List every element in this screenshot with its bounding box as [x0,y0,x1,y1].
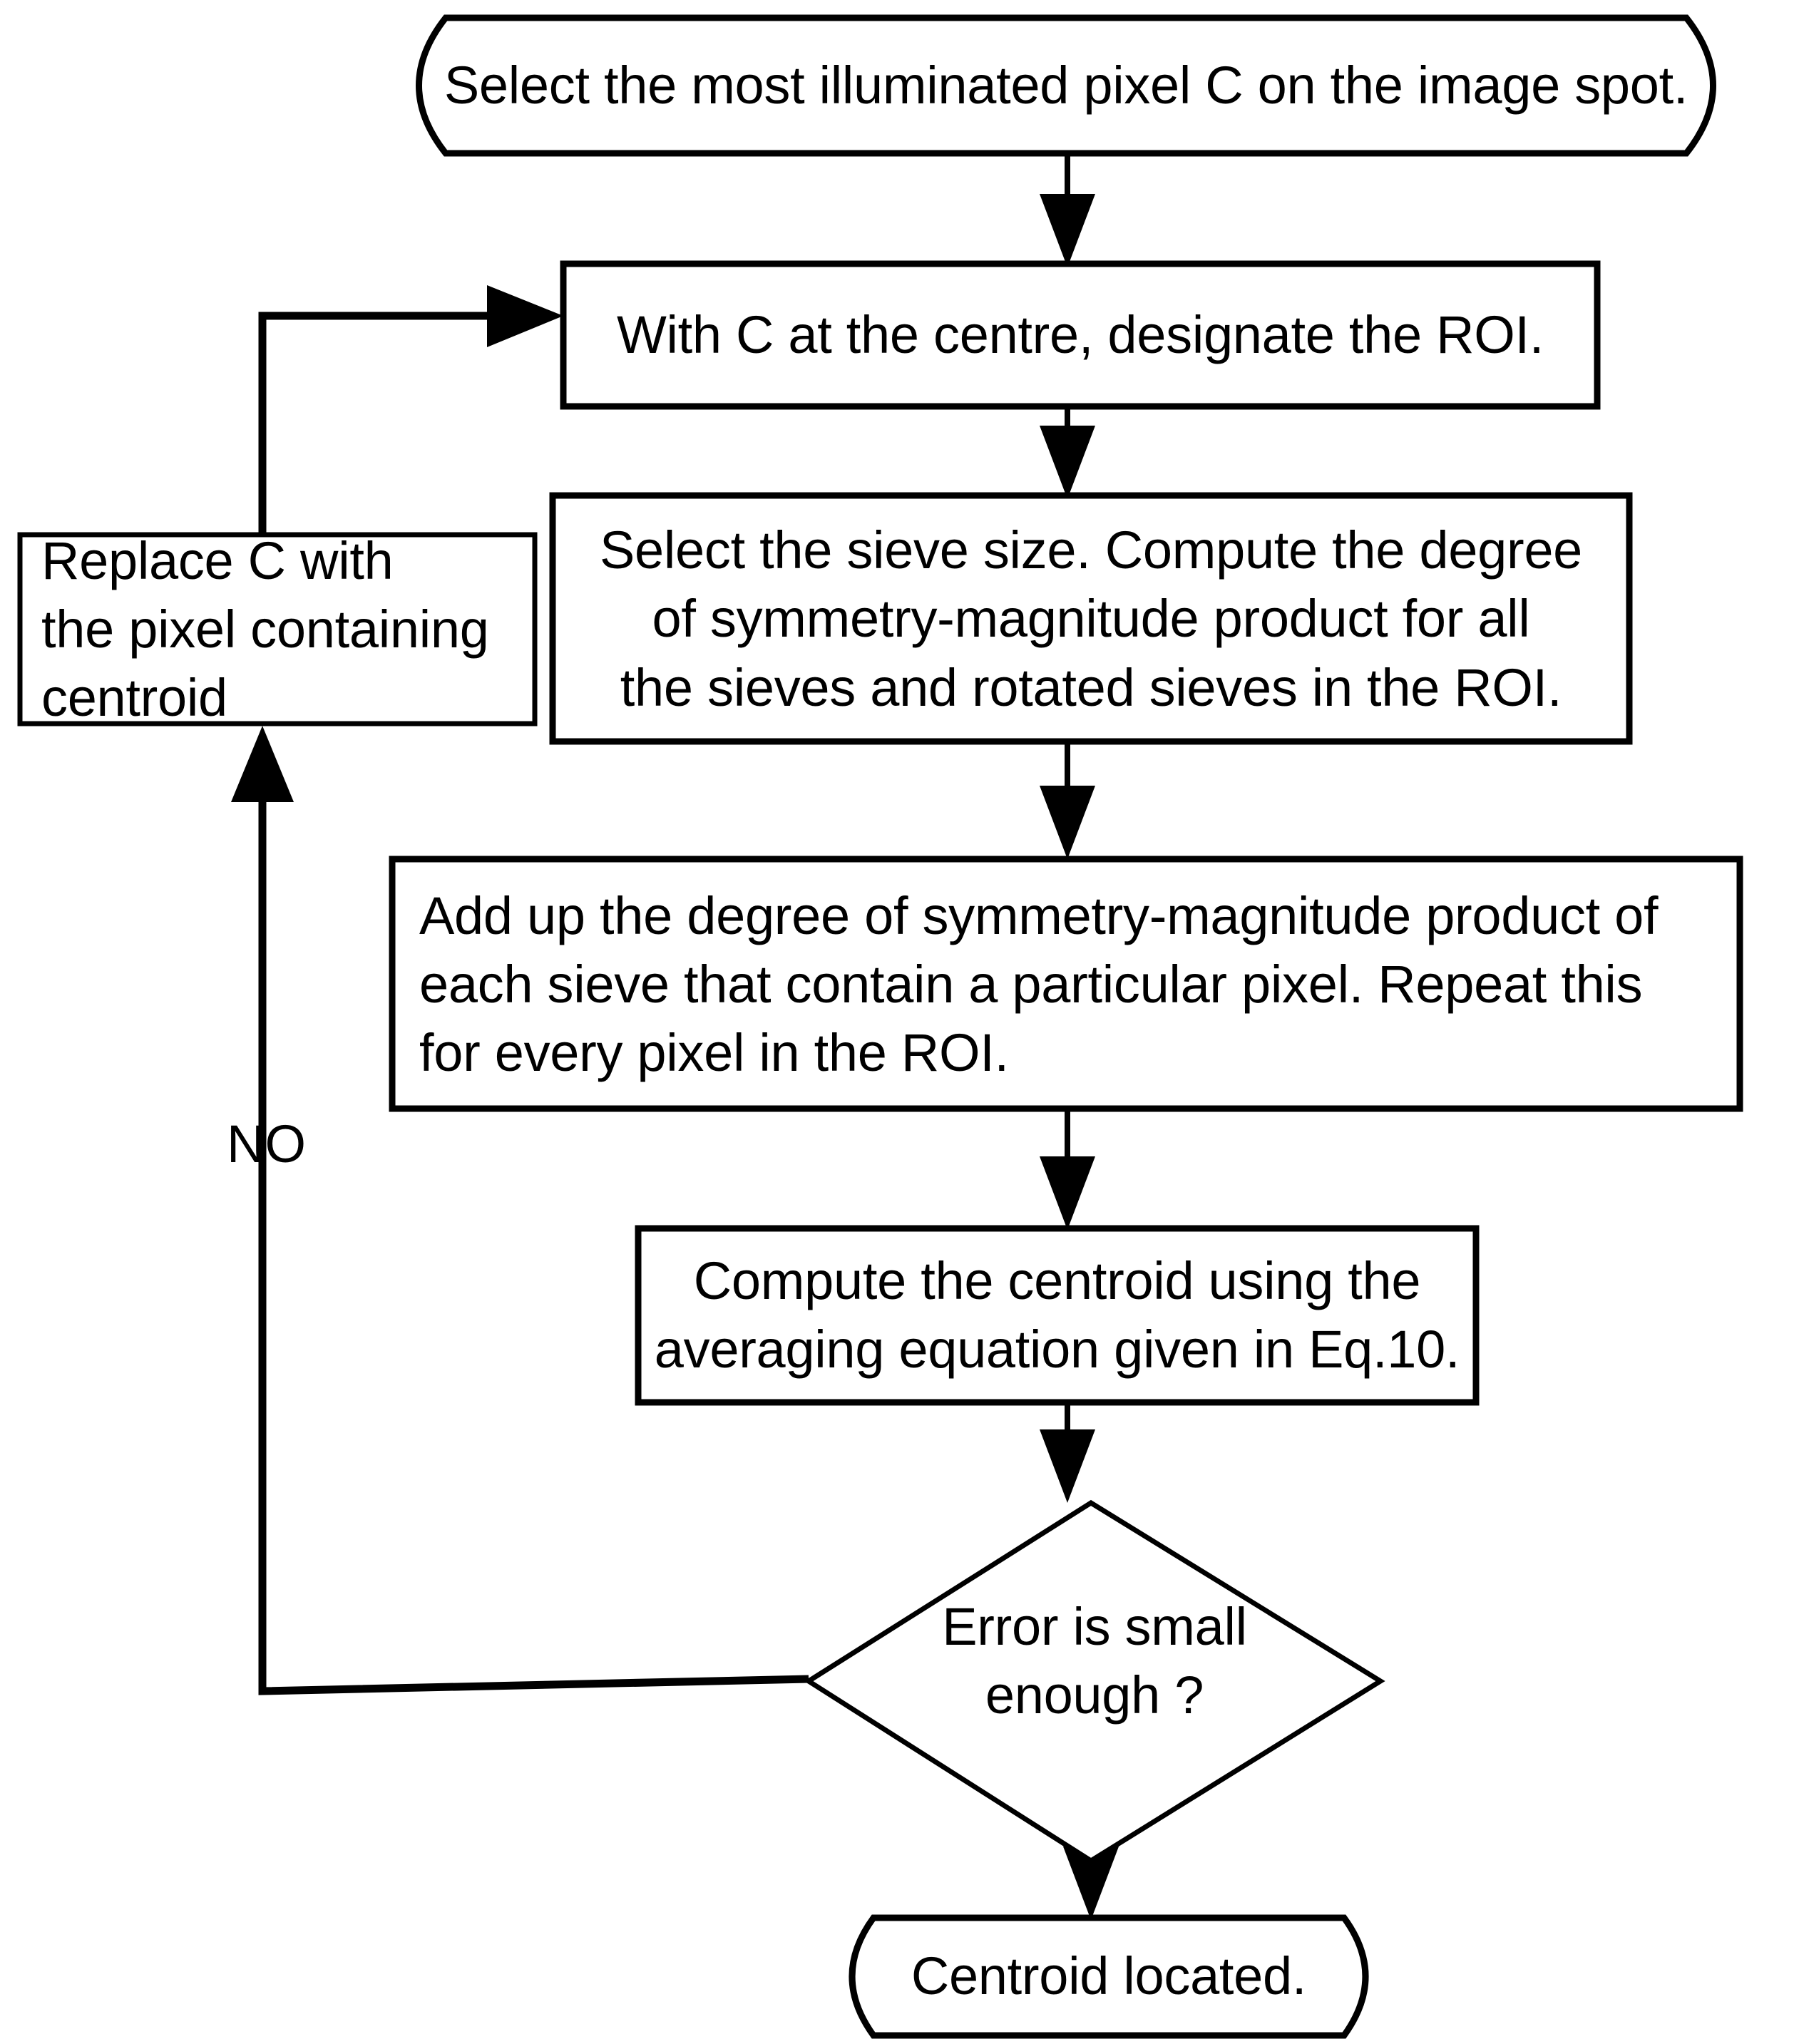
edge-start-to-roi [1040,153,1095,267]
node-add-up-shape [389,856,1743,1112]
edge-label-no: NO [227,1114,306,1173]
node-replace-c-shape [17,532,538,726]
node-error-check-label: Error is small enough ? [942,1596,1247,1725]
node-start-label: Select the most illuminated pixel C on t… [444,55,1688,115]
edge-decision-no-to-replace [231,726,809,1695]
node-replace-c-label: Replace C with the pixel containing cent… [41,530,489,728]
node-designate-roi-shape [560,260,1601,410]
node-select-sieve-label: Select the sieve size. Compute the degre… [599,520,1583,717]
edge-sieve-to-addup [1040,741,1095,859]
node-error-check-shape [804,1499,1385,1864]
edge-roi-to-sieve [1040,406,1095,499]
node-designate-roi-label: With C at the centre, designate the ROI. [616,304,1544,364]
node-end-label: Centroid located. [911,1946,1307,2006]
node-compute-centroid-label: Compute the centroid using the averaging… [654,1250,1460,1379]
node-select-sieve-shape [549,492,1633,745]
node-start-shape [416,14,1716,157]
node-end-shape [849,1914,1369,2039]
node-compute-centroid-shape [635,1225,1480,1406]
node-add-up-label: Add up the degree of symmetry-magnitude … [419,885,1659,1083]
edge-decision-to-end [1063,1847,1119,1920]
edge-replace-to-roi [258,285,563,535]
edge-centroid-to-decision [1040,1402,1095,1503]
edge-addup-to-centroid [1040,1109,1095,1230]
